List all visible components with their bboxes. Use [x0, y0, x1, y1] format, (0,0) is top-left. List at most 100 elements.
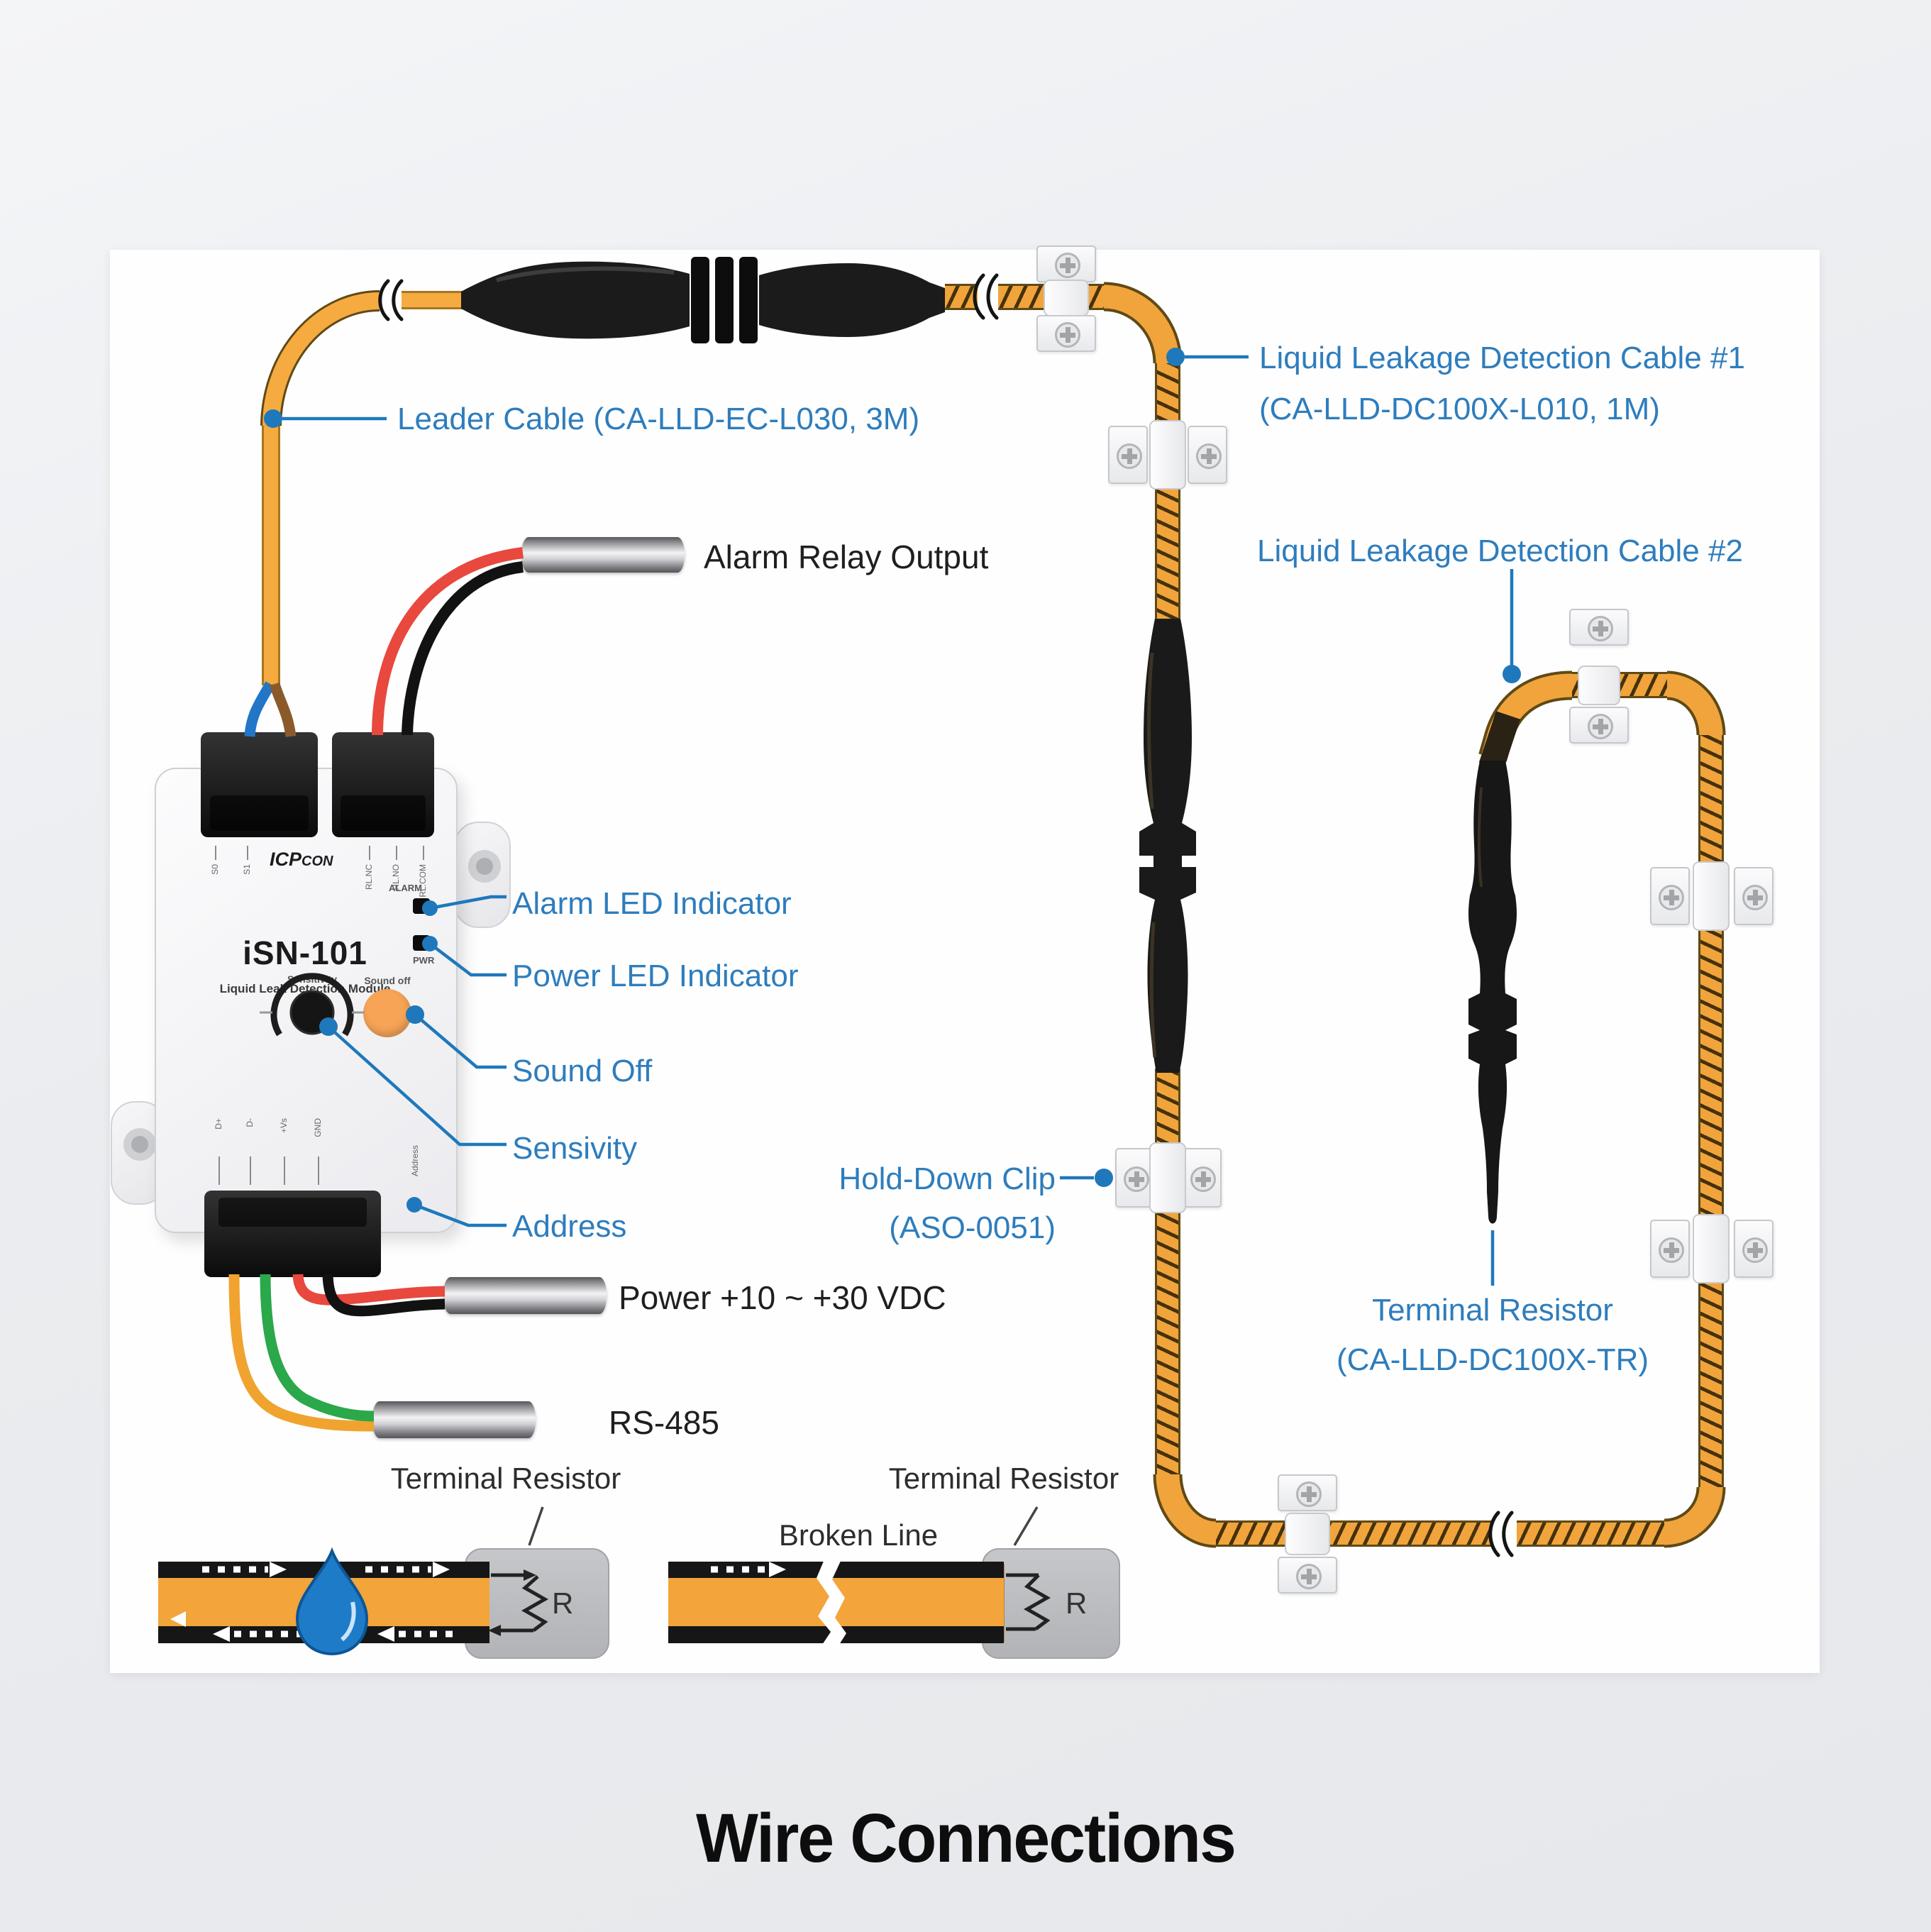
clip5-saddle: [1693, 861, 1730, 931]
wire-alarm-black: [402, 561, 524, 736]
clip7-plate-bottom: [1569, 707, 1629, 744]
label-broken-line: Broken Line: [778, 1518, 939, 1552]
page-title: Wire Connections: [695, 1799, 1236, 1877]
resistor-circuit-left: [488, 1569, 549, 1636]
label-resistor-r-right: R: [1066, 1586, 1088, 1620]
cable1-splice-connector: [1139, 619, 1196, 1073]
broken-line-gap: [817, 1560, 846, 1647]
port-tick: [218, 1157, 220, 1185]
label-cable2: Liquid Leakage Detection Cable #2: [1257, 534, 1743, 568]
screw-icon: [1196, 443, 1222, 469]
port-tick: [250, 1157, 251, 1185]
clip1-saddle: [1044, 280, 1089, 316]
wire-power-red: [292, 1274, 446, 1306]
wire-power-black: [322, 1274, 446, 1317]
port-tick: [423, 846, 424, 860]
label-resistor-r-left: R: [552, 1586, 574, 1620]
label-terminal-resistor: Terminal Resistor: [1372, 1293, 1613, 1327]
brand-logo-top: ICP: [270, 849, 302, 870]
detection-cable2-vertical: [1698, 731, 1724, 1490]
connector-slot: [218, 1197, 367, 1227]
screw-icon: [1659, 885, 1684, 910]
port-tick: [369, 846, 370, 860]
clip2-saddle: [1149, 420, 1186, 490]
screw-icon: [1055, 253, 1080, 278]
label-sensitivity: Sensivity: [512, 1131, 638, 1166]
clip1-plate-top: [1036, 245, 1096, 282]
connector-slot: [210, 795, 309, 832]
label-hold-down-clip-part: (ASO-0051): [889, 1210, 1056, 1245]
wires: [228, 547, 524, 1432]
label-power-led: Power LED Indicator: [512, 959, 799, 993]
clip5-plate-left: [1650, 867, 1690, 925]
module-subtitle: Liquid Leak Detection Module: [219, 982, 391, 995]
diagram-callout-lines: [528, 1506, 1039, 1546]
loop-bottom-cable-a: [1213, 1520, 1491, 1547]
clip3-plate-left: [1115, 1148, 1155, 1208]
detection-cable1-vertical-b: [1155, 1069, 1180, 1479]
screw-icon: [1296, 1481, 1322, 1507]
clip6-saddle: [1693, 1214, 1730, 1284]
label-power: Power +10 ~ +30 VDC: [619, 1279, 946, 1316]
module-mount-ear-right: [454, 822, 511, 928]
leader-cable-horizontal: [402, 291, 467, 309]
wire-brown: [269, 682, 297, 738]
clip2-plate-right: [1188, 426, 1227, 484]
terminal-resistor-rod: [1468, 711, 1521, 1224]
mount-hole-inner: [131, 1136, 148, 1153]
clip2-plate-left: [1108, 426, 1148, 484]
screw-icon: [1055, 322, 1080, 348]
break-marks: [378, 273, 1514, 1557]
detection-cable1-vertical-a: [1155, 359, 1180, 623]
screw-icon: [1742, 885, 1768, 910]
callout-lines: [264, 348, 1521, 1286]
brand-logo: ICPCON: [270, 849, 333, 871]
sound-off-button[interactable]: [363, 989, 411, 1037]
loop-bottom-cable-b: [1517, 1520, 1667, 1547]
screw-icon: [1296, 1564, 1322, 1589]
screw-icon: [1588, 616, 1613, 641]
label-alarm-led: Alarm LED Indicator: [512, 886, 792, 921]
label-alarm-relay-output: Alarm Relay Output: [704, 539, 989, 575]
screw-icon: [1124, 1166, 1149, 1192]
clip6-plate-right: [1734, 1220, 1774, 1278]
clip6-plate-left: [1650, 1220, 1690, 1278]
clip4-plate-top: [1278, 1474, 1337, 1511]
wire-rs485-yellow: [228, 1274, 375, 1432]
connector-slot: [340, 795, 426, 832]
wire-alarm-red: [372, 547, 524, 736]
label-address: Address: [512, 1209, 627, 1244]
label-rs485: RS-485: [609, 1404, 719, 1441]
sensitivity-knob[interactable]: [260, 973, 365, 1037]
label-cable1-line2: (CA-LLD-DC100X-L010, 1M): [1259, 392, 1660, 426]
label-terminal-resistor-left-diagram: Terminal Resistor: [390, 1462, 621, 1495]
alarm-relay-cylinder: [521, 537, 685, 573]
leader-splice-connector: [461, 257, 945, 343]
clip5-plate-right: [1734, 867, 1774, 925]
wire-rs485-green: [260, 1274, 375, 1422]
screw-icon: [1117, 443, 1142, 469]
label-terminal-resistor-part: (CA-LLD-DC100X-TR): [1336, 1342, 1649, 1377]
water-drop-icon: [295, 1547, 369, 1656]
label-cable1-line1: Liquid Leakage Detection Cable #1: [1259, 341, 1745, 375]
module-power-led-label: PWR: [413, 955, 435, 966]
flow-arrowheads: [170, 1562, 786, 1642]
screw-icon: [1190, 1166, 1216, 1192]
module-model: iSN-101: [243, 934, 367, 971]
rs485-cylinder: [372, 1401, 536, 1438]
module-button-label: Sound off: [364, 975, 411, 986]
module-alarm-led-label: ALARM: [389, 883, 422, 893]
label-terminal-resistor-right-diagram: Terminal Resistor: [888, 1462, 1119, 1495]
port-tick: [215, 846, 216, 860]
label-sound-off: Sound Off: [512, 1054, 653, 1088]
port-tick: [247, 846, 248, 860]
power-cylinder: [443, 1277, 607, 1314]
module-connector-relay: [332, 732, 434, 837]
clip3-saddle: [1149, 1142, 1186, 1213]
wire-blue: [244, 681, 275, 737]
label-hold-down-clip: Hold-Down Clip: [839, 1161, 1056, 1196]
clip7-saddle: [1578, 666, 1620, 705]
flow-arrows: [202, 1566, 768, 1638]
port-tick: [396, 846, 397, 860]
